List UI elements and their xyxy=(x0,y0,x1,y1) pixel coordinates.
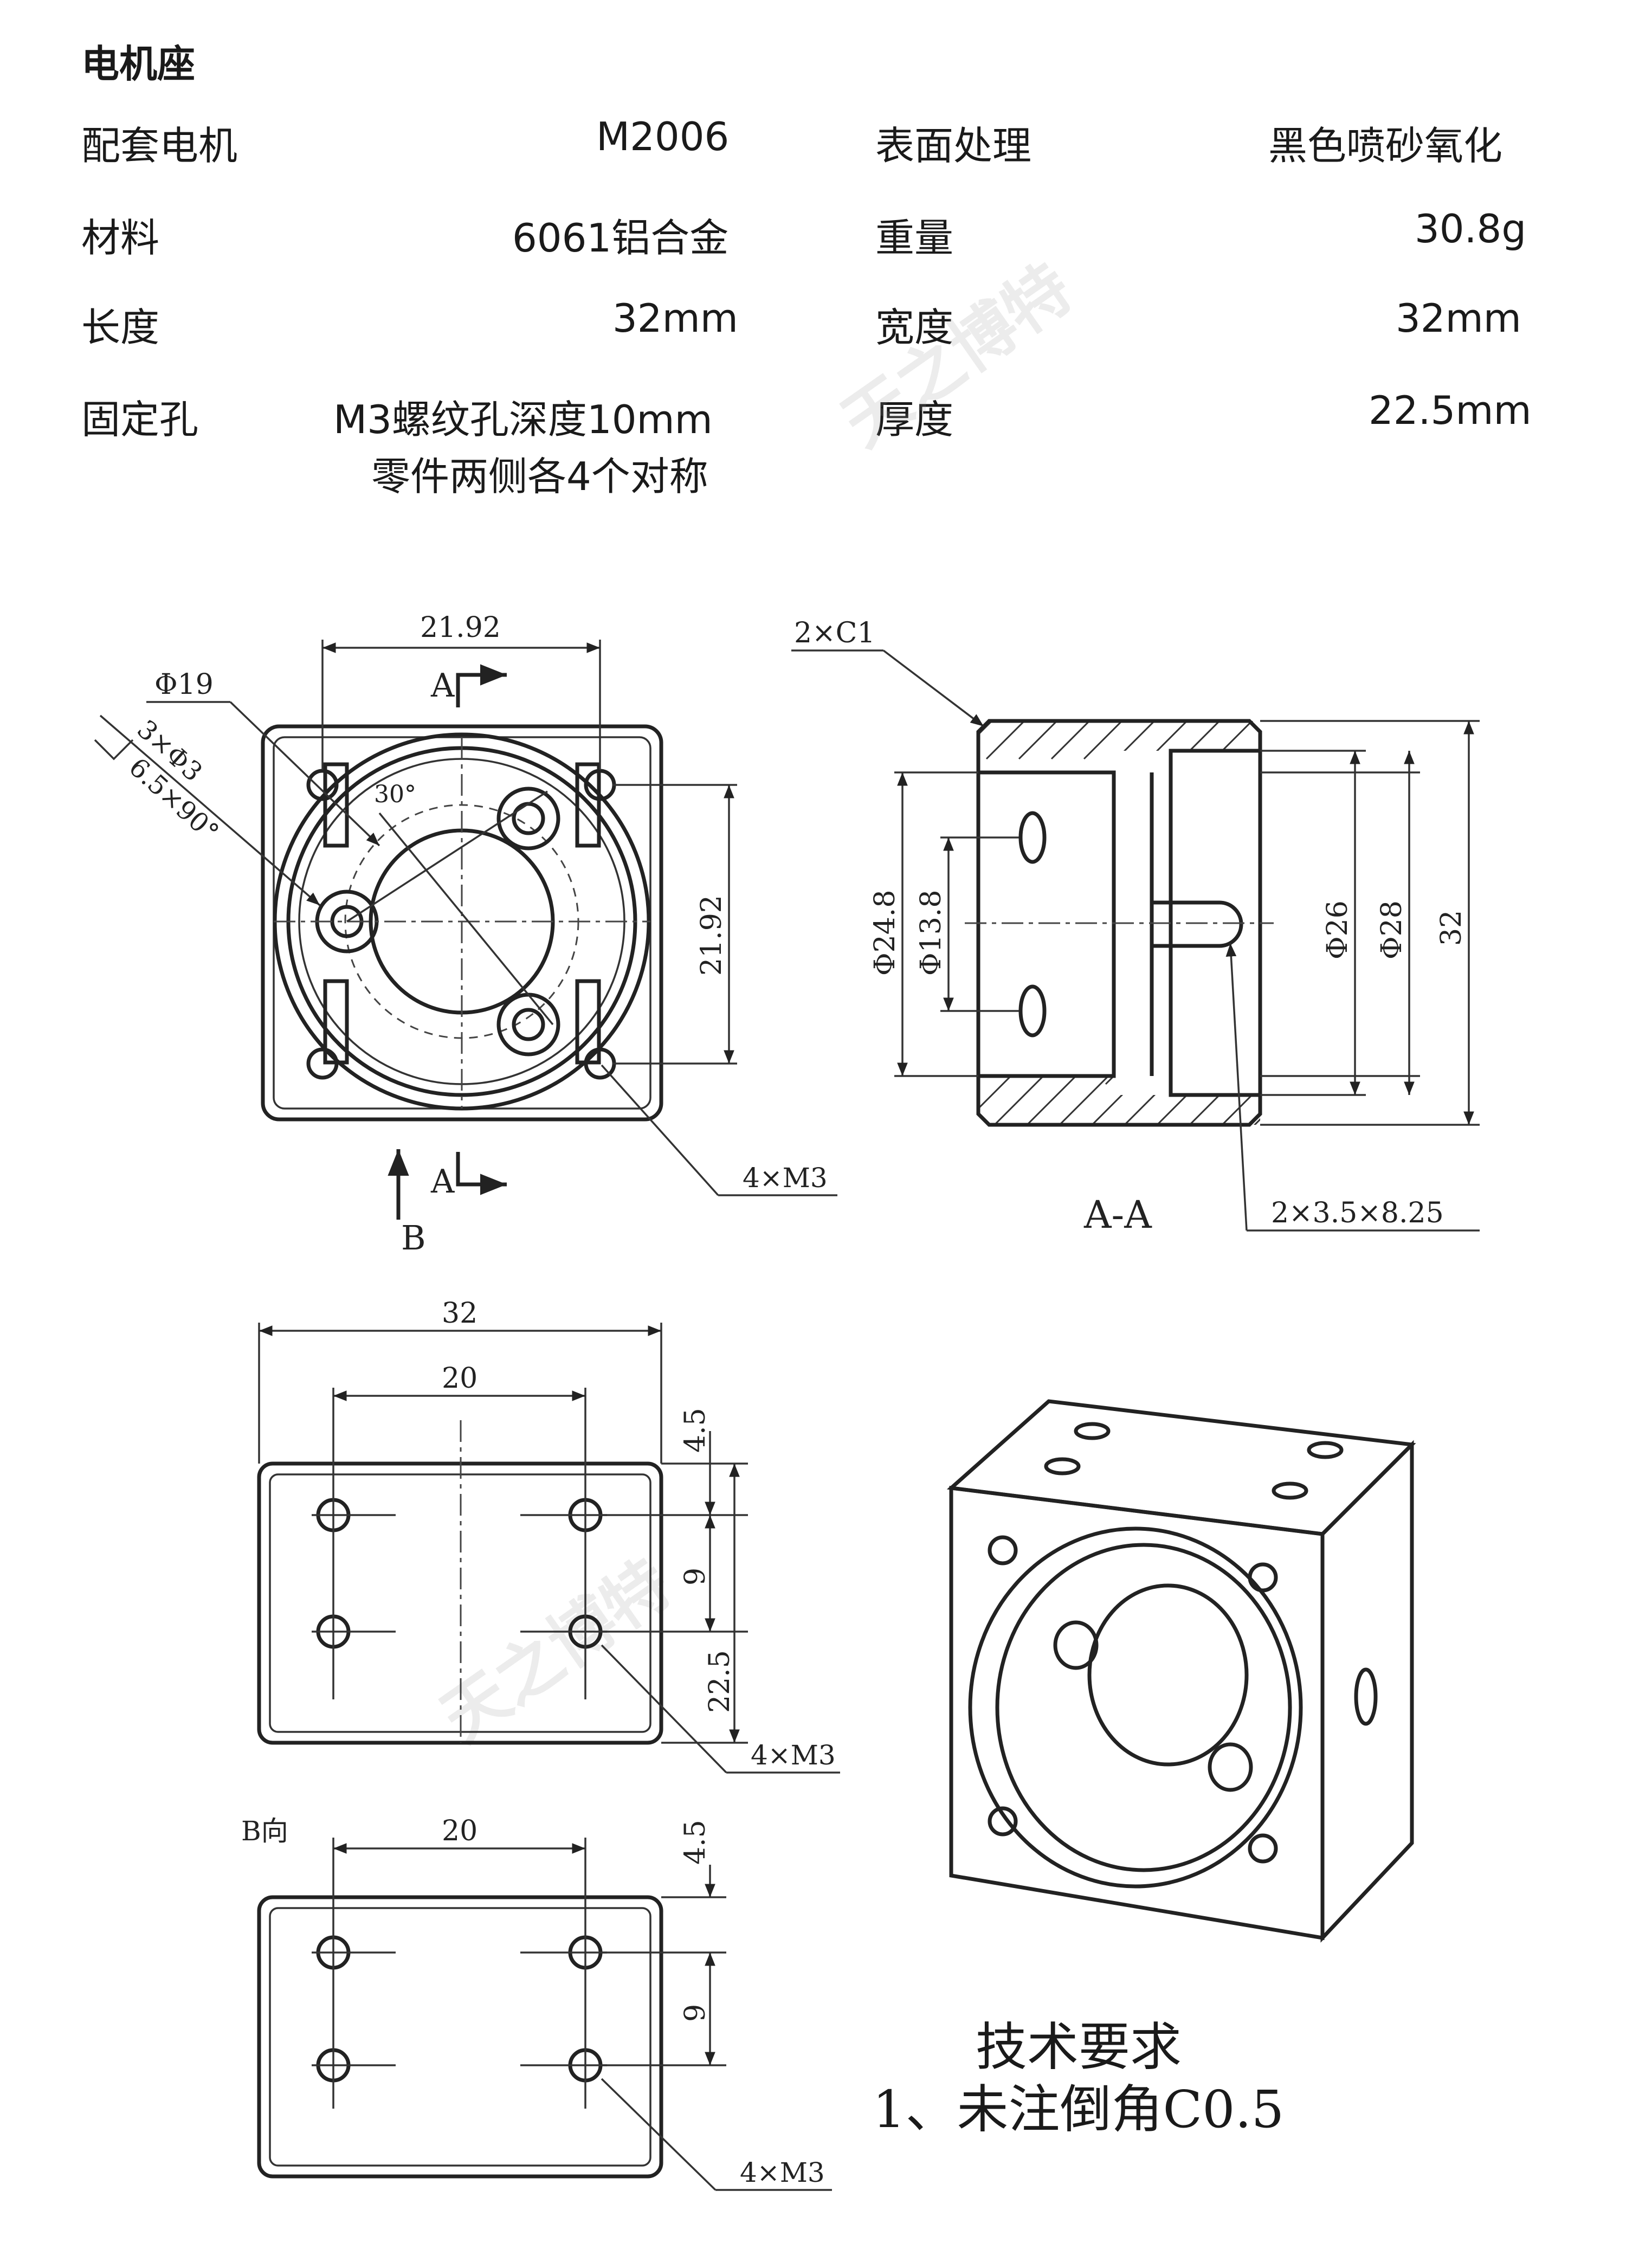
front-m3-hole-bl xyxy=(306,1047,339,1080)
iso-top-hole-2 xyxy=(1074,1422,1111,1440)
spec-label-material: 材料 xyxy=(81,215,160,261)
tech-requirement-1: 1、未注倒角C0.5 xyxy=(873,2080,1285,2140)
front-angle-ref xyxy=(346,790,548,923)
spec-value-width: 32mm xyxy=(1396,295,1521,341)
dim-d248: Φ24.8 xyxy=(869,890,901,976)
leader-line xyxy=(601,2078,717,2191)
dim-d26: Φ26 xyxy=(1321,900,1354,959)
leader-line xyxy=(1225,943,1248,1231)
label-side-m3: 4×M3 xyxy=(751,1739,836,1771)
spec-value-weight: 30.8g xyxy=(1415,206,1527,252)
front-mount-hole-2 xyxy=(512,1008,545,1041)
iso-top-hole-1 xyxy=(1044,1457,1081,1476)
b-view: B向 20 4.5 9 4×M3 xyxy=(241,1815,832,2191)
spec-label-width: 宽度 xyxy=(875,305,954,350)
section-slot xyxy=(1152,900,1243,948)
spec-label-weight: 重量 xyxy=(875,215,954,261)
section-hole-lower xyxy=(1018,984,1047,1038)
isometric-view xyxy=(946,1399,1416,1943)
spec-label-thickness: 厚度 xyxy=(875,397,954,442)
dim-side-h9: 9 xyxy=(679,1568,712,1586)
section-view: Φ24.8 Φ13.8 Φ26 Φ28 32 2×C1 2×3.5×8.25 A… xyxy=(791,617,1480,1237)
spec-label-surface: 表面处理 xyxy=(875,123,1032,169)
bview-outline xyxy=(257,1895,663,2179)
countersink-symbol xyxy=(94,739,134,761)
iso-m3-hole-bl xyxy=(988,1806,1018,1837)
iso-side-face xyxy=(1320,1440,1414,1943)
label-slot: 2×3.5×8.25 xyxy=(1271,1197,1444,1229)
spec-value-material: 6061铝合金 xyxy=(512,215,729,261)
spec-label-holes: 固定孔 xyxy=(81,397,199,442)
dim-bview-h9: 9 xyxy=(679,2004,712,2022)
dim-h32: 32 xyxy=(1435,910,1468,946)
spec-value-length: 32mm xyxy=(612,295,738,341)
iso-mount-hole-1 xyxy=(1053,1620,1099,1670)
iso-bore-inner xyxy=(995,1543,1292,1872)
tech-requirements-title: 技术要求 xyxy=(976,2018,1182,2077)
label-chamfer: 2×C1 xyxy=(794,617,875,649)
leader-line xyxy=(99,714,321,906)
label-view-b: B xyxy=(401,1218,426,1258)
dim-front-top: 21.92 xyxy=(420,611,501,644)
leader-line xyxy=(601,1064,719,1196)
iso-mount-hole-2 xyxy=(1208,1742,1253,1792)
front-mount-boss-2 xyxy=(496,993,560,1056)
label-angle: 30° xyxy=(374,781,416,808)
section-a-top: A xyxy=(430,667,455,705)
section-arrow-top xyxy=(456,664,507,707)
spec-value-surface: 黑色喷砂氧化 xyxy=(1268,123,1503,169)
section-hole-upper xyxy=(1018,811,1047,864)
front-slot-br xyxy=(575,979,601,1065)
bview-outline-inner xyxy=(269,1907,651,2167)
dim-side-w20: 20 xyxy=(442,1362,478,1395)
front-m3-hole-tl xyxy=(306,769,339,801)
iso-side-slot xyxy=(1354,1667,1378,1726)
dim-side-w32: 32 xyxy=(442,1297,478,1330)
iso-top-hole-4 xyxy=(1307,1441,1344,1459)
iso-top-hole-3 xyxy=(1272,1481,1308,1500)
spec-label-length: 长度 xyxy=(81,305,160,350)
front-view: 21.92 21.92 Φ19 3×Φ3 6.5×90° 30° A A 4×M… xyxy=(94,611,837,1258)
dim-d28: Φ28 xyxy=(1376,900,1408,959)
label-b-view: B向 xyxy=(241,1815,288,1847)
dim-d138: Φ13.8 xyxy=(915,890,947,976)
front-mount-boss-1 xyxy=(496,787,560,850)
iso-m3-hole-tl xyxy=(988,1535,1018,1565)
iso-m3-hole-tr xyxy=(1248,1562,1278,1593)
dim-bview-h45: 4.5 xyxy=(679,1820,712,1865)
iso-m3-hole-br xyxy=(1248,1833,1278,1864)
side-view: 32 20 4.5 9 22.5 4×M3 xyxy=(257,1297,840,1774)
iso-center-boss xyxy=(1087,1583,1249,1767)
leader-line xyxy=(601,1644,727,1774)
spec-label-motor: 配套电机 xyxy=(81,123,238,169)
dim-bview-w20: 20 xyxy=(442,1815,478,1847)
dim-side-h225: 22.5 xyxy=(704,1650,736,1713)
spec-value-thickness: 22.5mm xyxy=(1369,388,1532,433)
leader-line xyxy=(229,701,380,847)
dim-side-h45: 4.5 xyxy=(679,1408,712,1453)
leader-line xyxy=(882,649,985,727)
front-mount-hole-1 xyxy=(512,802,545,835)
label-front-m3: 4×M3 xyxy=(743,1162,828,1194)
section-front-bore xyxy=(976,770,1116,1078)
front-outline xyxy=(261,724,663,1122)
spec-value-holes-note: 零件两侧各4个对称 xyxy=(371,454,708,499)
spec-value-motor: M2006 xyxy=(596,114,730,159)
section-a-bottom: A xyxy=(430,1163,455,1201)
part-title: 电机座 xyxy=(81,42,195,86)
section-title: A-A xyxy=(1083,1193,1152,1237)
section-arrow-bottom xyxy=(456,1152,507,1195)
front-slot-tl xyxy=(323,762,349,848)
label-bview-m3: 4×M3 xyxy=(740,2157,825,2188)
front-slot-tr xyxy=(575,762,601,848)
iso-bore-outer xyxy=(968,1526,1303,1889)
spec-value-holes: M3螺纹孔深度10mm xyxy=(333,397,713,442)
label-dia19: Φ19 xyxy=(154,668,214,701)
dim-front-right: 21.92 xyxy=(695,895,728,976)
front-dia-ref xyxy=(378,812,554,1026)
